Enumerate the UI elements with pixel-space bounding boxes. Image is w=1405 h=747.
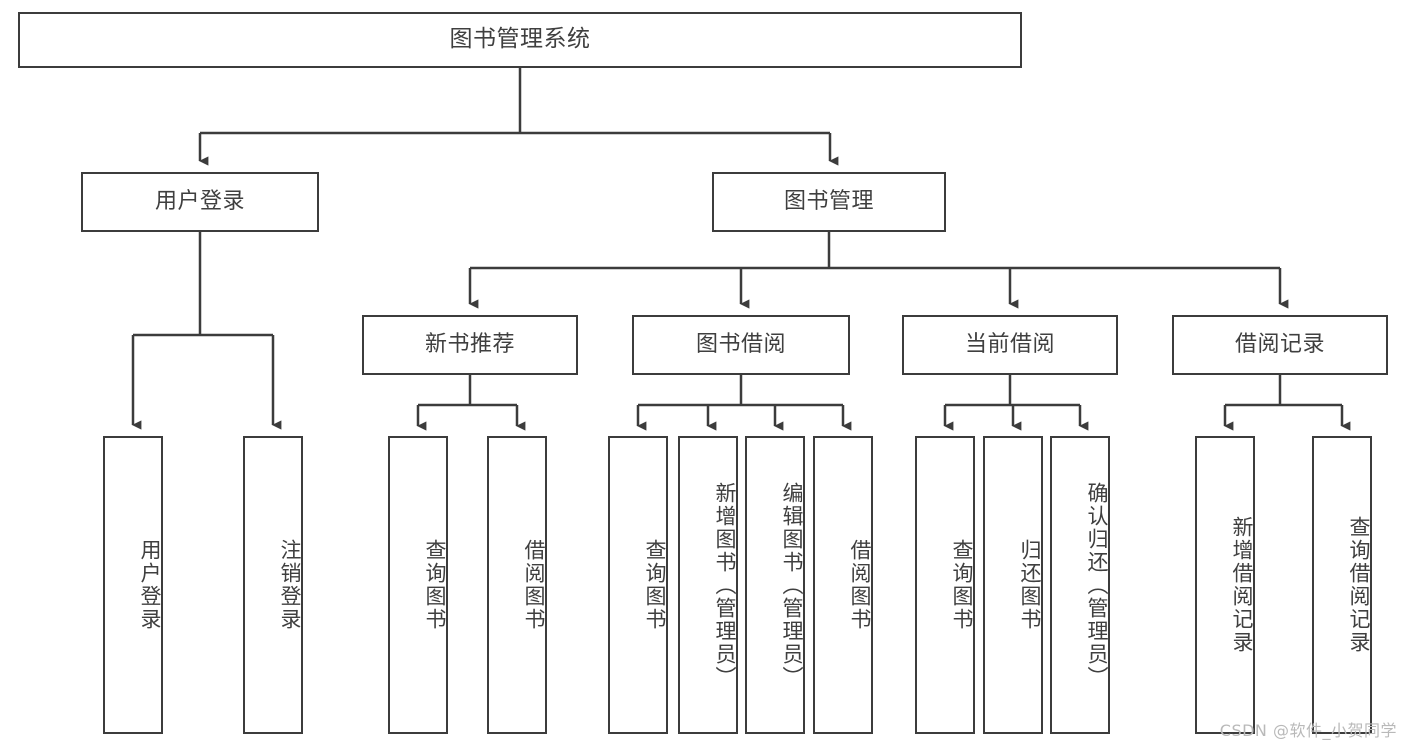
- node-leaf-borrow-book-rec[interactable]: 借阅图书: [487, 436, 547, 734]
- node-root[interactable]: 图书管理系统: [18, 12, 1022, 68]
- node-leaf-user-login-label: 用户登录: [138, 539, 162, 631]
- node-leaf-query-record-label: 查询借阅记录: [1347, 516, 1371, 654]
- node-leaf-add-record[interactable]: 新增借阅记录: [1195, 436, 1255, 734]
- node-new-book-rec-label: 新书推荐: [424, 331, 515, 357]
- node-leaf-add-book[interactable]: 新增图书（管理员）: [678, 436, 738, 734]
- node-borrow-record-label: 借阅记录: [1234, 331, 1325, 357]
- node-leaf-query-book-cur-label: 查询图书: [950, 539, 974, 631]
- node-leaf-confirm-return-label: 确认归还（管理员）: [1085, 481, 1109, 689]
- watermark: CSDN @软件_小贺同学: [1219, 721, 1397, 740]
- node-user-login[interactable]: 用户登录: [81, 172, 319, 232]
- node-leaf-logout-label: 注销登录: [278, 539, 302, 631]
- node-leaf-query-book-cur[interactable]: 查询图书: [915, 436, 975, 734]
- node-leaf-query-record[interactable]: 查询借阅记录: [1312, 436, 1372, 734]
- node-new-book-rec[interactable]: 新书推荐: [362, 315, 578, 375]
- node-leaf-borrow-book-label: 借阅图书: [848, 539, 872, 631]
- node-leaf-add-record-label: 新增借阅记录: [1230, 516, 1254, 654]
- node-leaf-add-book-label: 新增图书（管理员）: [713, 481, 737, 689]
- node-leaf-query-book-label: 查询图书: [643, 539, 667, 631]
- node-leaf-borrow-book-rec-label: 借阅图书: [522, 539, 546, 631]
- node-borrow-record[interactable]: 借阅记录: [1172, 315, 1388, 375]
- node-root-label: 图书管理系统: [449, 26, 591, 53]
- node-user-login-label: 用户登录: [154, 188, 245, 214]
- node-leaf-confirm-return[interactable]: 确认归还（管理员）: [1050, 436, 1110, 734]
- node-leaf-borrow-book[interactable]: 借阅图书: [813, 436, 873, 734]
- node-book-borrow[interactable]: 图书借阅: [632, 315, 850, 375]
- node-leaf-return-book[interactable]: 归还图书: [983, 436, 1043, 734]
- node-leaf-user-login[interactable]: 用户登录: [103, 436, 163, 734]
- node-leaf-query-book-rec[interactable]: 查询图书: [388, 436, 448, 734]
- node-leaf-return-book-label: 归还图书: [1018, 539, 1042, 631]
- node-leaf-logout[interactable]: 注销登录: [243, 436, 303, 734]
- node-current-borrow[interactable]: 当前借阅: [902, 315, 1118, 375]
- node-leaf-edit-book[interactable]: 编辑图书（管理员）: [745, 436, 805, 734]
- node-leaf-query-book[interactable]: 查询图书: [608, 436, 668, 734]
- node-leaf-edit-book-label: 编辑图书（管理员）: [780, 481, 804, 689]
- node-book-manage[interactable]: 图书管理: [712, 172, 946, 232]
- node-leaf-query-book-rec-label: 查询图书: [423, 539, 447, 631]
- node-book-manage-label: 图书管理: [783, 188, 874, 214]
- node-current-borrow-label: 当前借阅: [964, 331, 1055, 357]
- node-book-borrow-label: 图书借阅: [695, 331, 786, 357]
